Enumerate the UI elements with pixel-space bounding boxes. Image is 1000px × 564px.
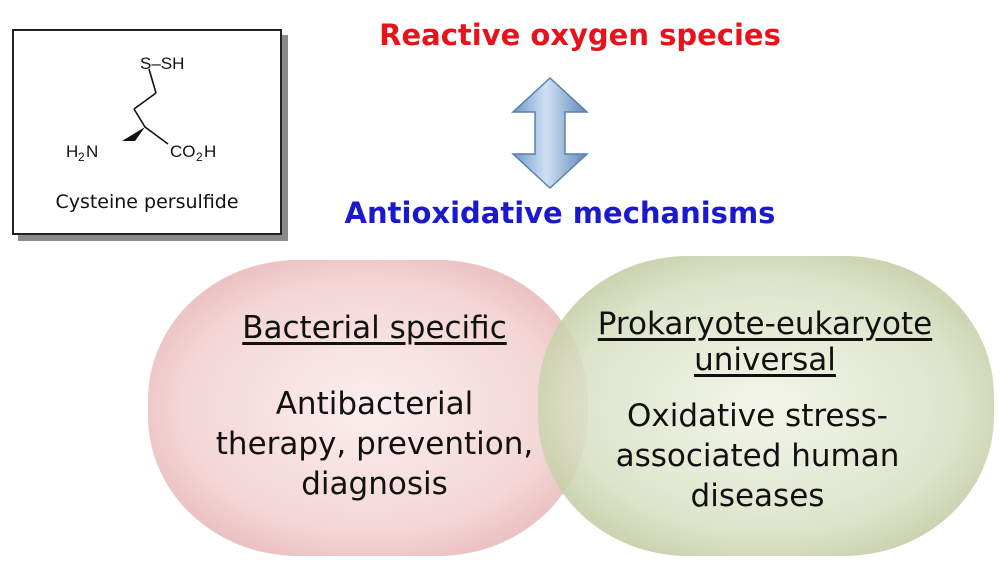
right-heading-line-2: universal xyxy=(694,342,836,378)
bond-ch2-calpha xyxy=(133,108,146,128)
atom-carboxyl-h: H xyxy=(204,142,216,161)
atom-n: N xyxy=(86,142,98,161)
left-line-1: Antibacterial xyxy=(275,386,474,422)
bond-ch2-top xyxy=(133,92,157,110)
left-line-3: diagnosis xyxy=(301,466,448,502)
bond-carboxyl xyxy=(144,126,169,145)
right-line-3: diseases xyxy=(690,478,825,514)
atom-s-sh: S–SH xyxy=(140,54,184,73)
antioxidative-mechanisms-label: Antioxidative mechanisms xyxy=(344,196,776,230)
right-line-2: associated human xyxy=(615,438,900,474)
double-headed-arrow-icon xyxy=(511,76,589,190)
cysteine-persulfide-structure: S–SH H 2 N CO 2 H xyxy=(66,54,216,164)
universal-heading: Prokaryote-eukaryote universal xyxy=(570,306,960,378)
bacterial-specific-blob xyxy=(148,260,588,556)
atom-co-subscript: 2 xyxy=(196,150,203,164)
reactive-oxygen-species-label: Reactive oxygen species xyxy=(379,18,781,52)
structure-panel: S–SH H 2 N CO 2 H Cysteine persulfide xyxy=(12,29,282,235)
right-heading-line-1: Prokaryote-eukaryote xyxy=(597,306,933,342)
bacterial-specific-text: Antibacterial therapy, prevention, diagn… xyxy=(192,384,557,504)
structure-caption: Cysteine persulfide xyxy=(55,191,239,213)
wedge-bond-amine xyxy=(122,127,145,141)
left-line-2: therapy, prevention, xyxy=(215,426,534,462)
bacterial-specific-heading: Bacterial specific xyxy=(242,310,507,346)
right-line-1: Oxidative stress- xyxy=(626,398,888,434)
atom-h: H xyxy=(66,142,78,161)
atom-co: CO xyxy=(170,142,196,161)
universal-text: Oxidative stress- associated human disea… xyxy=(580,396,935,516)
atom-h-subscript: 2 xyxy=(78,150,85,164)
bond-s-ch2 xyxy=(148,68,157,94)
universal-blob xyxy=(538,256,994,556)
venn-diagram xyxy=(148,256,994,556)
